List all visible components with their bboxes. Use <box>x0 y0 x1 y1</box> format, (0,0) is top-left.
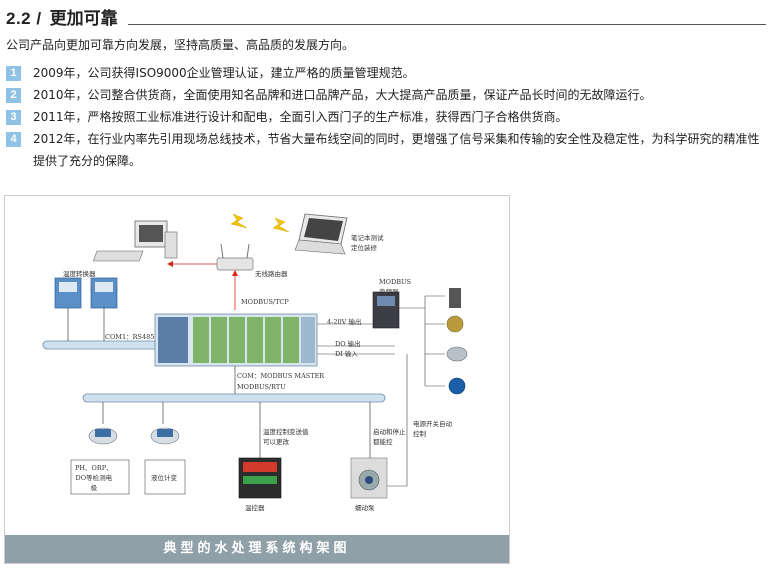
temp-ctrl-label: 温度控制变送值 可以更改 <box>263 428 309 446</box>
modbus-rtu-label: MODBUS/RTU <box>237 383 286 391</box>
peristaltic-pump-icon <box>350 457 388 499</box>
meters-label: 温度转换器 <box>63 270 96 278</box>
milestone-list: 1 2009年，公司获得ISO9000企业管理认证，建立严格的质量管理规范。 2… <box>6 62 766 172</box>
com2-label: COM：MODBUS MASTER <box>237 372 325 380</box>
list-item: 1 2009年，公司获得ISO9000企业管理认证，建立严格的质量管理规范。 <box>6 62 766 84</box>
pump-ctrl-label: 电源开关自动 控制 <box>413 420 452 438</box>
digital-output-label: DO 输出 <box>335 340 361 348</box>
laptop-icon <box>294 213 348 255</box>
sensor-icon <box>88 427 180 445</box>
laptop-label: 笔记本测试 定位装修 <box>351 234 384 252</box>
list-item-text: 2011年，严格按照工业标准进行设计和配电，全面引入西门子的生产标准，获得西门子… <box>33 110 568 124</box>
router-label: 无线路由器 <box>255 270 288 278</box>
controller-label: 温控器 <box>245 504 265 512</box>
number-badge: 3 <box>6 110 21 125</box>
sensor-label-box <box>144 459 186 495</box>
list-item-text: 2012年，在行业内率先引用现场总线技术，节省大量布线空间的同时，更增强了信号采… <box>33 132 760 168</box>
computer-icon <box>92 220 178 262</box>
sensor1-label: PH、ORP、 DO等检测电 极 <box>75 464 113 492</box>
modbus-tcp-label: MODBUS/TCP <box>241 298 289 306</box>
modbus-rtu-bus <box>82 393 386 403</box>
analog-output-label: 4-20V 输出 <box>327 318 362 326</box>
rs485-bus <box>42 340 172 350</box>
wireless-signal-icon <box>272 217 290 233</box>
plc-rack-icon <box>154 313 318 367</box>
figure-caption: 典型的水处理系统构架图 <box>5 535 509 563</box>
list-item: 3 2011年，严格按照工业标准进行设计和配电，全面引入西门子的生产标准，获得西… <box>6 106 766 128</box>
blower-icon <box>446 346 468 362</box>
number-badge: 1 <box>6 66 21 81</box>
valve-icon <box>446 315 464 333</box>
list-item: 2 2010年，公司整合供货商，全面使用知名品牌和进口品牌产品，大大提高产品质量… <box>6 84 766 106</box>
sensor2-label: 液位计变 <box>151 474 177 482</box>
list-item: 4 2012年，在行业内率先引用现场总线技术，节省大量布线空间的同时，更增强了信… <box>6 128 766 172</box>
start-stop-label: 启动和停止 都能控 <box>373 428 406 446</box>
system-architecture-figure: 笔记本测试 定位装修 无线路由器 温度转换器 MODBUS/TCP COM1：R… <box>4 195 510 564</box>
pump-icon <box>448 377 466 395</box>
drive-device-icon <box>449 288 461 308</box>
inverter-icon <box>372 291 400 329</box>
intro-text: 公司产品向更加可靠方向发展，坚持高质量、高品质的发展方向。 <box>6 38 355 52</box>
number-badge: 4 <box>6 132 21 147</box>
section-title: 更加可靠 <box>49 9 118 29</box>
com1-label: COM1：RS485 <box>105 333 155 341</box>
section-heading: 2.2 / 更加可靠 <box>6 4 766 29</box>
list-item-text: 2010年，公司整合供货商，全面使用知名品牌和进口品牌产品，大大提高产品质量，保… <box>33 88 652 102</box>
meter-icon <box>54 277 118 309</box>
section-number: 2.2 / <box>6 9 42 28</box>
temperature-controller-icon <box>238 457 282 499</box>
list-item-text: 2009年，公司获得ISO9000企业管理认证，建立严格的质量管理规范。 <box>33 66 415 80</box>
inverter-label: MODBUS 变频器 <box>379 278 411 296</box>
sensor-label-box <box>70 459 130 495</box>
peristaltic-label: 蠕动泵 <box>355 504 375 512</box>
digital-input-label: DI 输入 <box>335 350 358 358</box>
wireless-signal-icon <box>230 213 248 229</box>
number-badge: 2 <box>6 88 21 103</box>
architecture-diagram <box>42 213 468 499</box>
router-icon <box>216 243 254 271</box>
heading-rule <box>127 24 766 25</box>
